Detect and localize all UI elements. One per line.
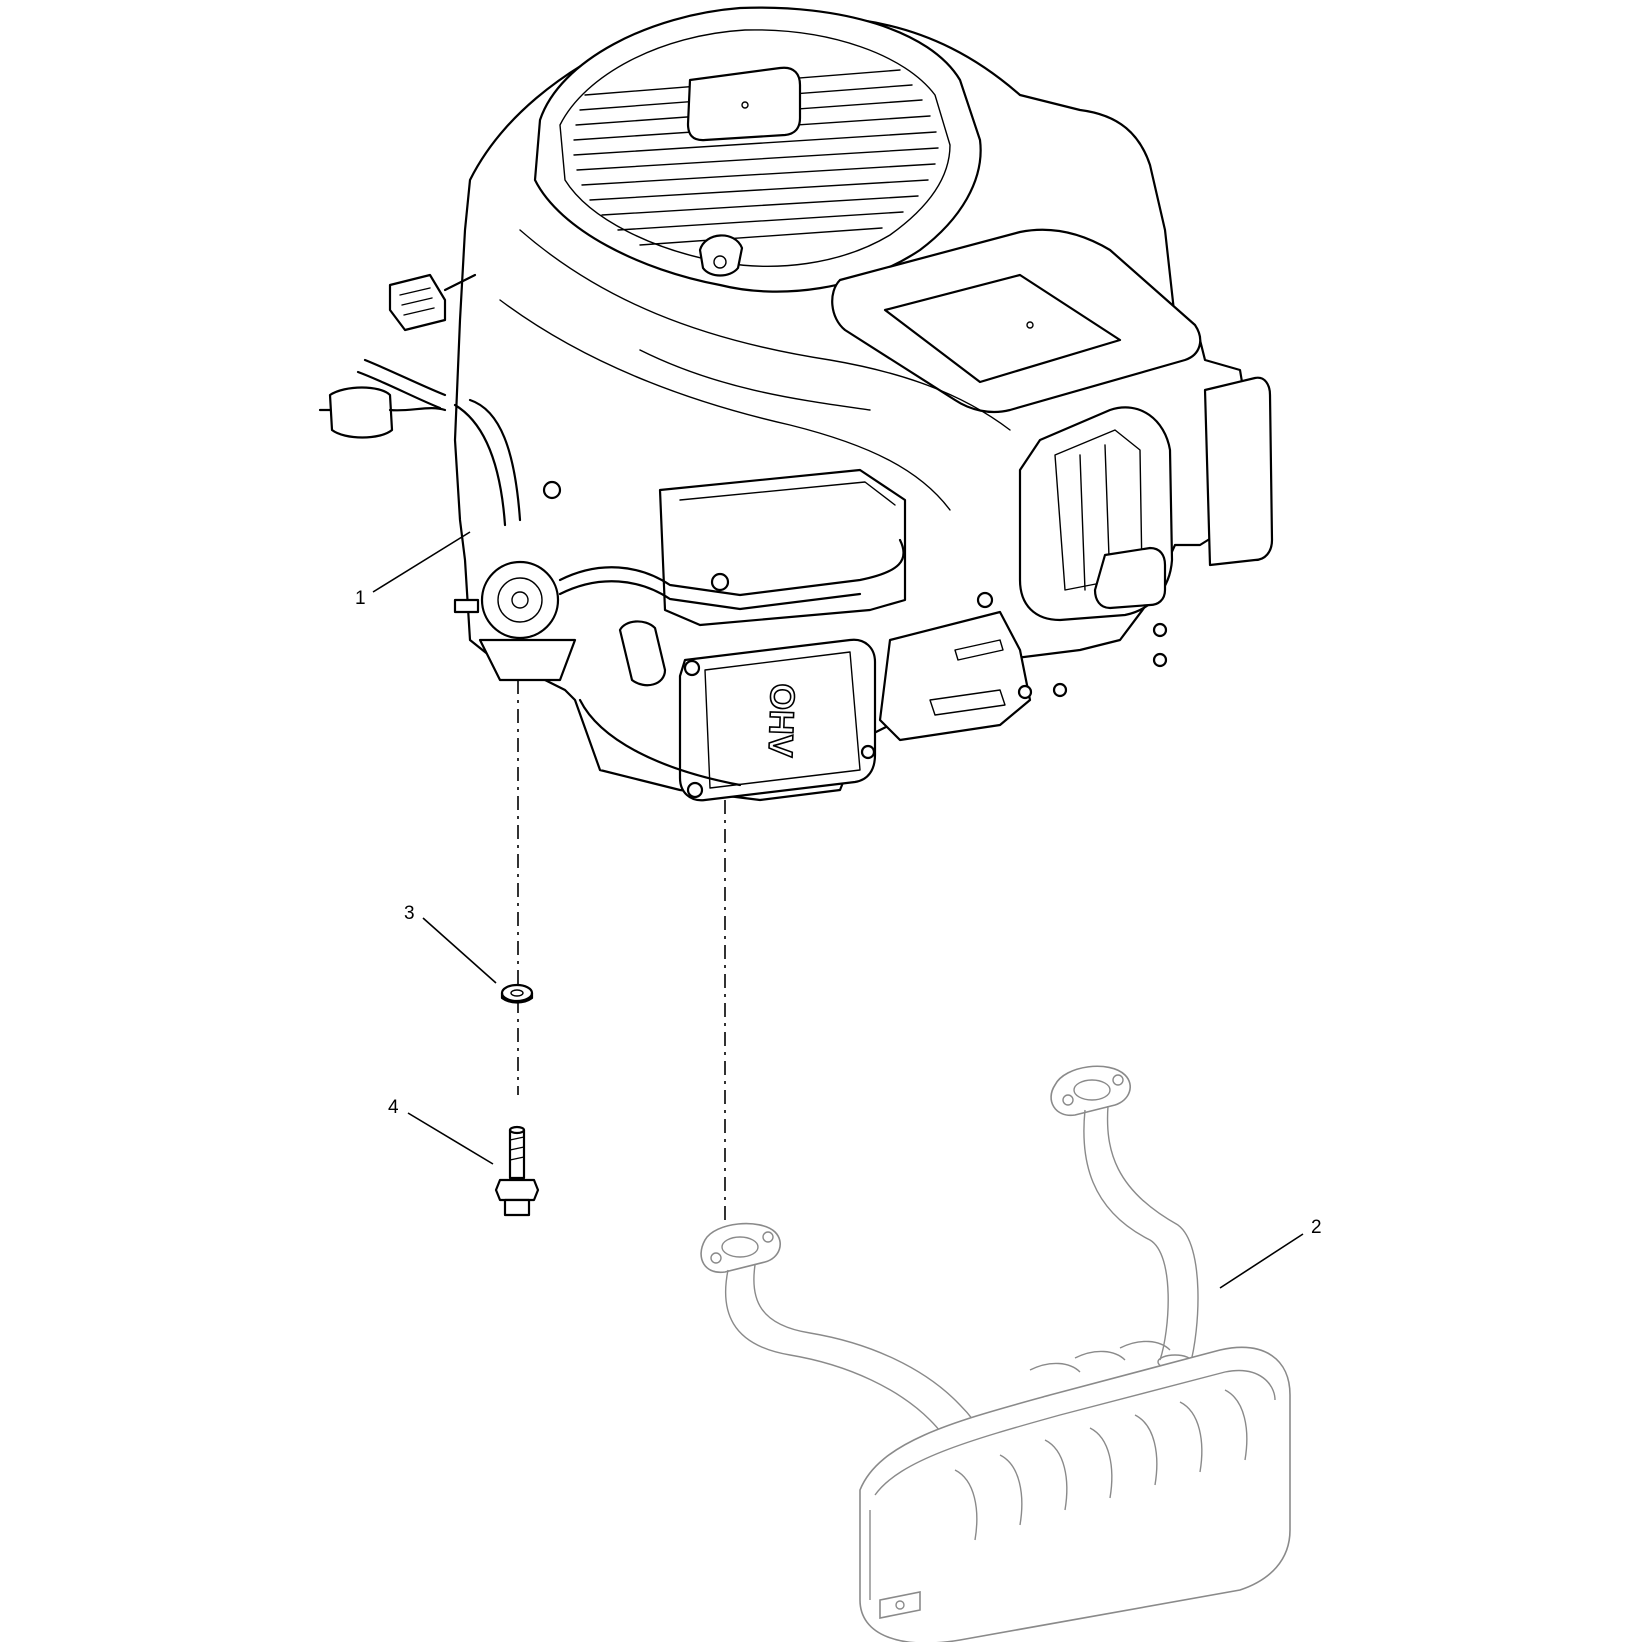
callout-2: 2 <box>1219 1217 1322 1289</box>
flange-bolt <box>494 1125 540 1217</box>
screen-slats <box>573 69 939 246</box>
flywheel-screen-housing <box>533 6 982 293</box>
fuel-pump <box>480 560 560 640</box>
valve-cover-marking: OHV <box>761 683 802 758</box>
fuel-filter <box>328 386 394 439</box>
callout-1: 1 <box>355 531 471 609</box>
washer <box>500 983 534 1004</box>
callout-4: 4 <box>388 1097 494 1165</box>
callout-3: 3 <box>404 903 497 984</box>
valve-cover <box>678 638 877 802</box>
callout-label: 3 <box>404 903 415 924</box>
callout-label: 2 <box>1311 1217 1322 1238</box>
electrical-connector <box>388 273 447 332</box>
callout-label: 4 <box>388 1097 399 1118</box>
screen-center-cap <box>686 66 802 142</box>
callout-label: 1 <box>355 588 366 609</box>
muffler-body <box>859 1346 1291 1642</box>
engine-assembly: OHV <box>318 6 1274 802</box>
muffler <box>700 1065 1291 1642</box>
